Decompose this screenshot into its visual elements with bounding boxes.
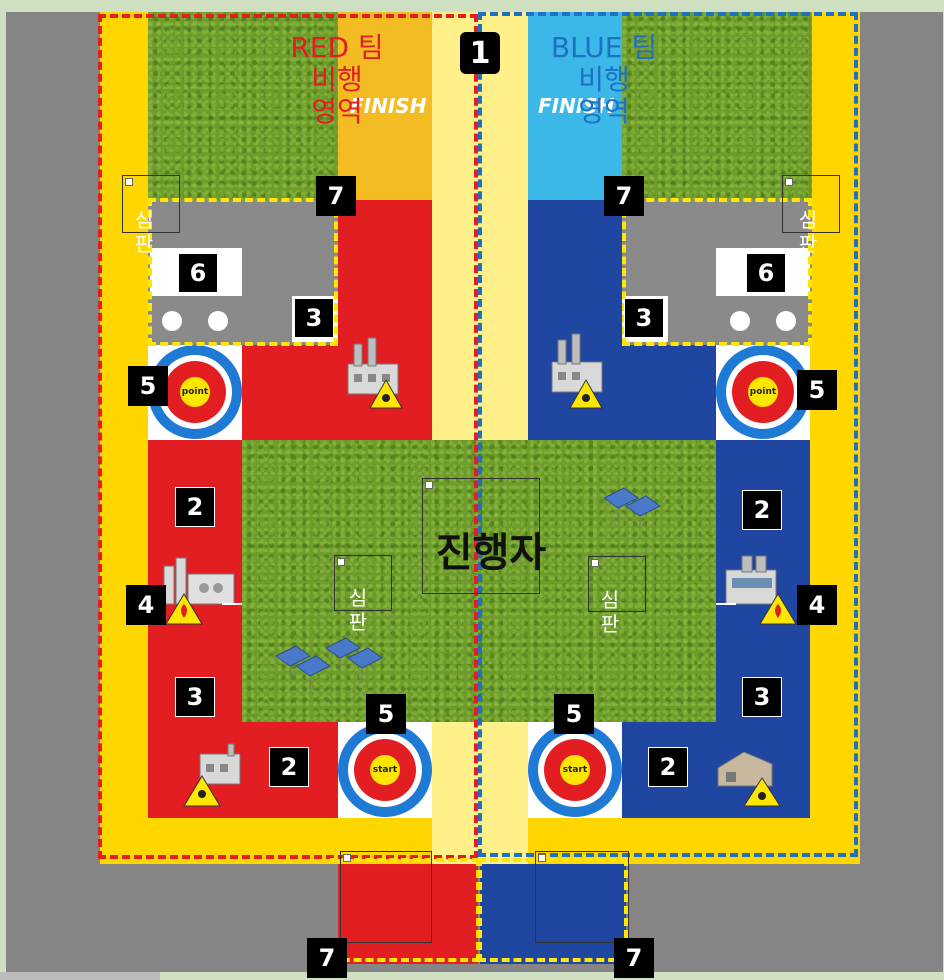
marker-4: 4 <box>126 585 166 625</box>
bottom-left-strip <box>0 972 160 980</box>
marker-2: 2 <box>742 490 782 530</box>
marker-2: 2 <box>175 487 215 527</box>
judge-label-top-right: 심 판 <box>796 208 820 256</box>
marker-3: 3 <box>294 298 334 338</box>
marker-4: 4 <box>797 585 837 625</box>
marker-5: 5 <box>128 366 168 406</box>
blue-team-title-line2: 비행 <box>544 64 664 96</box>
blue-landing-judge-box <box>535 851 629 943</box>
blue-team-area-border <box>478 12 858 857</box>
marker-7: 7 <box>316 176 356 216</box>
judge-label-top-left: 심 판 <box>132 208 156 256</box>
judge-char: 판 <box>132 232 156 256</box>
red-team-area-border <box>98 14 478 859</box>
marker-3: 3 <box>624 298 664 338</box>
judge-label-center-right: 심 판 <box>598 588 622 636</box>
host-label: 진행자 <box>426 520 556 578</box>
judge-char: 심 <box>132 208 156 232</box>
judge-char: 심 <box>346 586 370 610</box>
marker-6: 6 <box>746 253 786 293</box>
blue-team-title-line3: 영역 <box>544 96 664 128</box>
marker-5: 5 <box>554 694 594 734</box>
red-landing-judge-box <box>340 851 432 943</box>
marker-7: 7 <box>604 176 644 216</box>
red-team-title-line1: RED 팀 <box>282 32 392 64</box>
judge-char: 판 <box>796 232 820 256</box>
marker-5: 5 <box>797 370 837 410</box>
marker-7: 7 <box>614 938 654 978</box>
red-team-title-line3: 영역 <box>282 96 392 128</box>
blue-team-title: BLUE 팀 비행 영역 <box>544 32 664 128</box>
marker-1: 1 <box>460 32 500 74</box>
judge-char: 심 <box>598 588 622 612</box>
marker-6: 6 <box>178 253 218 293</box>
red-team-title: RED 팀 비행 영역 <box>282 32 392 128</box>
marker-5: 5 <box>366 694 406 734</box>
blue-team-title-line1: BLUE 팀 <box>544 32 664 64</box>
judge-char: 판 <box>598 612 622 636</box>
marker-2: 2 <box>648 747 688 787</box>
red-team-title-line2: 비행 <box>282 64 392 96</box>
judge-label-center-left: 심 판 <box>346 586 370 634</box>
judge-char: 판 <box>346 610 370 634</box>
marker-7: 7 <box>307 938 347 978</box>
marker-3: 3 <box>175 677 215 717</box>
marker-3: 3 <box>742 677 782 717</box>
judge-char: 심 <box>796 208 820 232</box>
marker-2: 2 <box>269 747 309 787</box>
